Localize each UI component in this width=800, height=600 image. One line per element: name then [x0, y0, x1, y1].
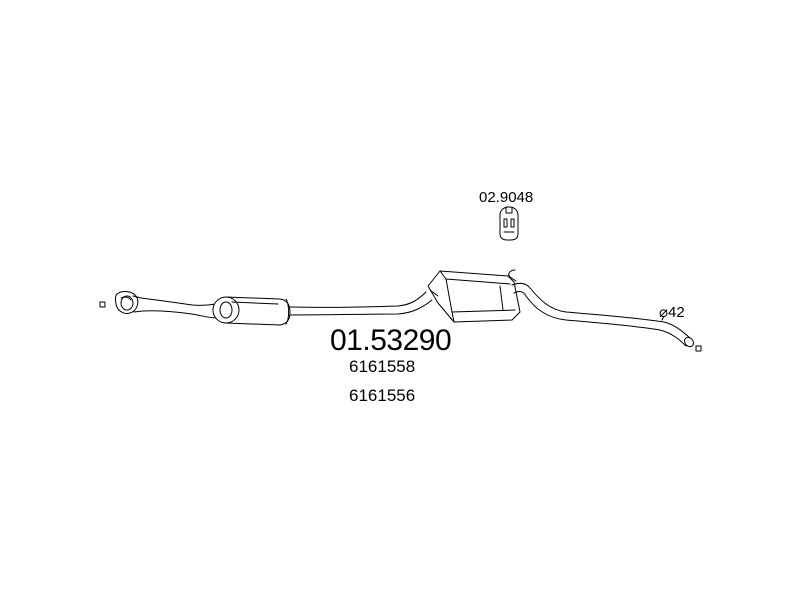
left-end-marker	[99, 301, 106, 308]
right-end-marker	[695, 345, 702, 352]
rubber-hanger	[499, 206, 519, 241]
inlet-flange	[114, 291, 144, 314]
oem-number-2: 6161556	[349, 386, 416, 405]
front-pipe	[140, 297, 217, 319]
hanger-part-number: 02.9048	[479, 189, 534, 206]
rear-silencer	[427, 270, 521, 323]
tail-pipe	[508, 269, 694, 348]
diameter-leader	[661, 315, 665, 321]
part-number-label: 01.53290	[330, 324, 452, 357]
middle-silencer	[212, 296, 291, 326]
connecting-pipe	[289, 291, 433, 316]
oem-number-1: 6161558	[349, 357, 416, 376]
outlet-diameter-label: ⌀42	[659, 304, 685, 321]
